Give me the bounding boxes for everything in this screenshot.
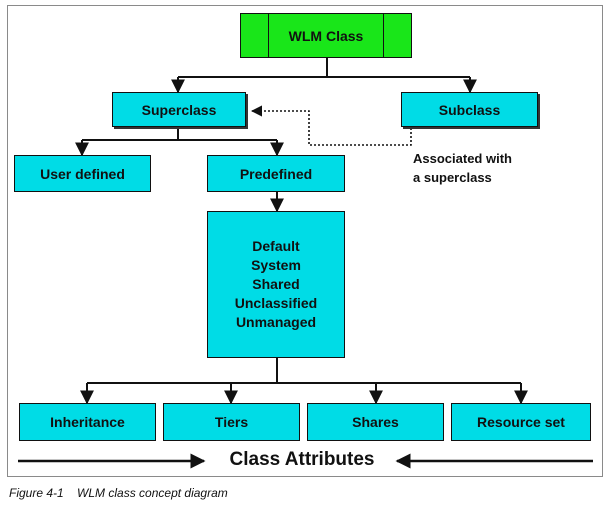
attribute-inheritance-label: Inheritance	[50, 414, 125, 430]
subclass-node: Subclass	[401, 92, 538, 127]
superclass-node: Superclass	[112, 92, 246, 127]
user-defined-node: User defined	[14, 155, 151, 192]
superclass-label: Superclass	[141, 101, 217, 118]
predefined-class-default: Default	[252, 238, 300, 254]
figure-number: Figure 4-1	[9, 486, 64, 500]
attribute-shares-node: Shares	[307, 403, 444, 441]
predefined-class-shared: Shared	[252, 276, 300, 292]
predefined-label: Predefined	[239, 165, 313, 182]
figure-caption: Figure 4-1 WLM class concept diagram	[9, 486, 228, 500]
association-note: Associated with a superclass	[413, 149, 512, 187]
attribute-resource-set-node: Resource set	[451, 403, 591, 441]
figure-frame	[7, 5, 603, 477]
class-attributes-label: Class Attributes	[229, 449, 375, 470]
predefined-class-unclassified: Unclassified	[234, 295, 318, 311]
association-note-line1: Associated with	[413, 151, 512, 166]
association-dotted-line	[250, 105, 412, 146]
figure-caption-text: WLM class concept diagram	[77, 486, 228, 500]
wlm-class-label: WLM Class	[288, 27, 364, 44]
wlm-class-node: WLM Class	[240, 13, 412, 58]
predefined-class-unmanaged: Unmanaged	[235, 314, 317, 330]
user-defined-label: User defined	[40, 165, 125, 182]
predefined-classes-list: Default System Shared Unclassified Unman…	[207, 211, 345, 358]
attribute-resource-set-label: Resource set	[477, 414, 565, 430]
attribute-inheritance-node: Inheritance	[19, 403, 156, 441]
predefined-node: Predefined	[207, 155, 345, 192]
association-note-line2: a superclass	[413, 170, 492, 185]
predefined-class-system: System	[251, 257, 301, 273]
attribute-tiers-node: Tiers	[163, 403, 300, 441]
attribute-shares-label: Shares	[352, 414, 399, 430]
subclass-label: Subclass	[438, 101, 501, 118]
attribute-tiers-label: Tiers	[214, 414, 249, 430]
